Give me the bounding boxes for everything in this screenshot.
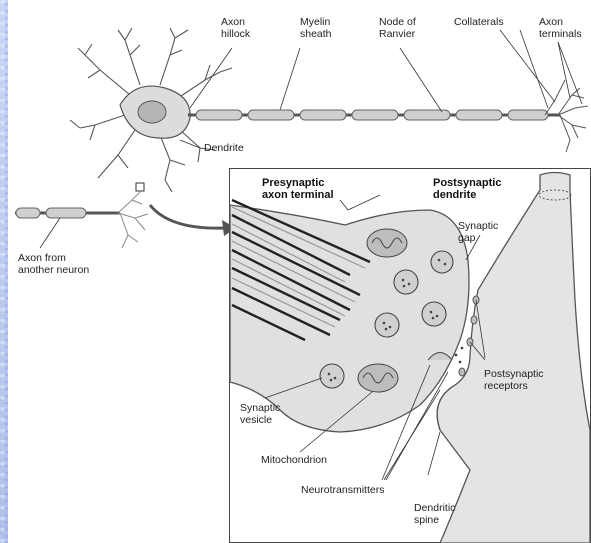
label-collaterals: Collaterals	[454, 16, 504, 28]
label-axon-hillock: Axon hillock	[221, 16, 250, 40]
label-dendritic-spine: Dendritic spine	[414, 502, 455, 526]
label-postsynaptic-dendrite: Postsynaptic dendrite	[433, 177, 501, 201]
label-myelin-sheath: Myelin sheath	[300, 16, 332, 40]
label-axon-from-another-neuron: Axon from another neuron	[18, 252, 89, 276]
label-dendrite: Dendrite	[204, 142, 244, 154]
label-synaptic-gap: Synaptic gap	[458, 220, 498, 244]
label-postsynaptic-receptors: Postsynaptic receptors	[484, 368, 544, 392]
label-presynaptic-axon-terminal: Presynaptic axon terminal	[262, 177, 334, 201]
label-synaptic-vesicle: Synaptic vesicle	[240, 402, 280, 426]
label-neurotransmitters: Neurotransmitters	[301, 484, 384, 496]
label-node-of-ranvier: Node of Ranvier	[379, 16, 416, 40]
label-mitochondrion: Mitochondrion	[261, 454, 327, 466]
label-axon-terminals: Axon terminals	[539, 16, 582, 40]
